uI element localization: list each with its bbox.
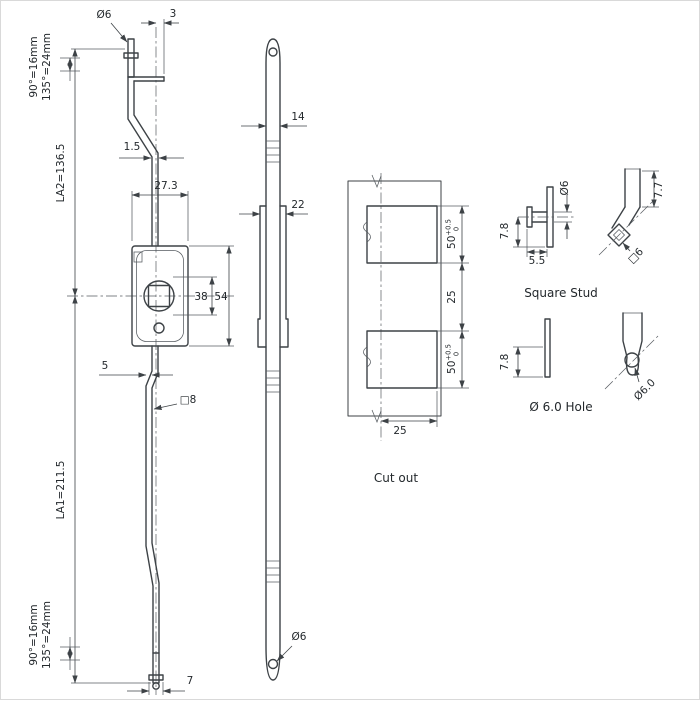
jog-offset-dim: 5 xyxy=(102,360,109,372)
slot1-height-dim: 50+0.50 xyxy=(445,219,461,249)
lock-body xyxy=(131,245,189,347)
side-view: 14 22 Ø6 xyxy=(239,38,308,681)
slot2-height-dim: 50+0.50 xyxy=(445,344,461,374)
break-mark-top xyxy=(371,174,382,189)
hole-title: Ø 6.0 Hole xyxy=(529,400,592,414)
slot1-break-mark xyxy=(363,221,371,243)
rod-bottom-hole xyxy=(267,658,279,670)
bend-marks-middle xyxy=(266,370,280,393)
travel-90-bottom: 90°=16mm xyxy=(28,604,40,665)
travel-90-top: 90°=16mm xyxy=(28,36,40,97)
slot2-break-mark xyxy=(363,346,371,368)
hole-dia-dim: Ø6.0 xyxy=(632,377,658,403)
case-side-left xyxy=(257,205,267,348)
square-stud-title: Square Stud xyxy=(524,286,598,300)
stud-78-dim: 7.8 xyxy=(499,223,511,240)
square-spindle-hole xyxy=(147,284,171,308)
rod-upper-right-edge xyxy=(133,80,159,247)
hole-detail-view: 7.8 Ø6.0 Ø 6.0 Hole xyxy=(499,312,661,414)
rod-lower-right-edge xyxy=(151,345,160,654)
dim-54: 54 xyxy=(214,291,228,303)
top-stud-leader xyxy=(110,22,128,43)
rod-hole-end xyxy=(622,312,643,376)
bottom-stud-flange xyxy=(148,674,164,681)
slot-width-dim: 25 xyxy=(393,425,406,437)
hole-plate-side xyxy=(544,318,551,378)
bottom-hole-dia-dim: Ø6 xyxy=(292,631,307,643)
bottom-stud-dim: 7 xyxy=(187,675,194,687)
front-view: Ø6 3 1.5 27.3 38 xyxy=(28,8,237,695)
rod-lower-left-edge xyxy=(145,345,154,654)
angled-centerline xyxy=(598,200,654,256)
body-width-dim: 27.3 xyxy=(154,180,177,192)
bend-marks-upper xyxy=(266,140,280,163)
strip-width-dim: 14 xyxy=(291,111,305,123)
case-width-dim: 22 xyxy=(291,199,304,211)
square-stud-inner xyxy=(612,228,626,242)
travel-135-bottom: 135°=24mm xyxy=(41,601,53,669)
dim-la1: LA1=211.5 xyxy=(55,461,67,520)
spindle-circle xyxy=(143,280,175,312)
square-6-dim: □6 xyxy=(626,246,646,266)
cutout-view: 50+0.50 25 50+0.50 25 Cut out xyxy=(347,173,469,485)
top-stud-diameter-dim: Ø6 xyxy=(97,9,112,21)
top-stud-flange xyxy=(123,52,139,59)
rod-thickness-dim: 1.5 xyxy=(124,141,141,153)
break-mark-bottom xyxy=(371,409,382,424)
cutout-slot-1 xyxy=(366,205,438,264)
square-stud-outer xyxy=(607,223,631,247)
rod-end-hole xyxy=(624,352,640,368)
dim-38: 38 xyxy=(194,291,207,303)
travel-135-top: 135°=24mm xyxy=(41,33,53,101)
stud-offset-dim: 3 xyxy=(170,8,177,20)
hole-78-dim: 7.8 xyxy=(499,354,511,371)
stud-55-dim: 5.5 xyxy=(529,255,546,267)
stud-77-dim: 7.7 xyxy=(653,182,665,199)
hole-centerline xyxy=(604,333,661,390)
square-stud-view: Ø6 7.8 5.5 7.7 □6 Square Stud xyxy=(499,168,665,300)
case-side-right xyxy=(279,205,289,348)
stud-dia-dim: Ø6 xyxy=(559,180,571,195)
body-screw-hole xyxy=(153,322,165,334)
square-rod-dim: □8 xyxy=(180,394,197,406)
cutout-title: Cut out xyxy=(374,471,418,485)
cutout-slot-2 xyxy=(366,330,438,389)
slot-gap-dim: 25 xyxy=(446,290,458,303)
lock-body-inner xyxy=(136,250,184,342)
rod-upper-left-edge xyxy=(127,76,153,247)
bend-marks-lower xyxy=(266,560,280,583)
lock-body-latch-detail xyxy=(133,251,143,263)
cutout-plate xyxy=(347,180,442,417)
rod-top-hole xyxy=(268,47,278,57)
rod-strip-outline xyxy=(265,38,281,681)
dim-la2: LA2=136.5 xyxy=(55,144,67,203)
bottom-stud-tip xyxy=(152,682,160,690)
